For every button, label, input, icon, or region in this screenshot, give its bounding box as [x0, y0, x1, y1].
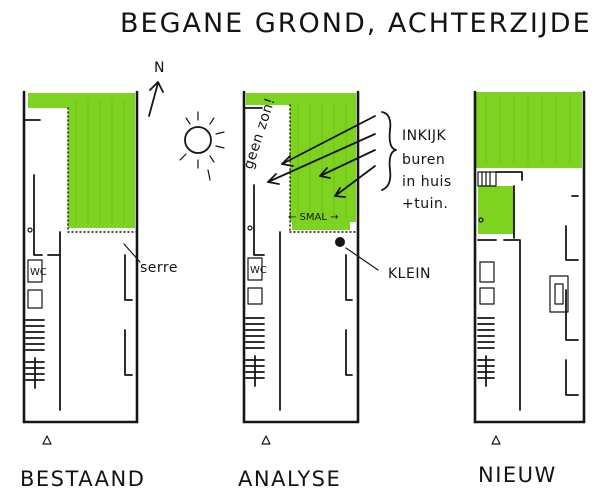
patio-fill-nieuw	[478, 186, 514, 234]
wc-box-bestaand	[27, 259, 43, 283]
svg-text:buren: buren	[402, 152, 445, 168]
sun-icon	[179, 111, 225, 181]
klein-dot	[335, 237, 345, 247]
svg-text:INKIJK: INKIJK	[402, 128, 447, 144]
north-label: N	[154, 60, 165, 76]
inkijk-note: INKIJK buren in huis +tuin.	[402, 128, 452, 212]
garden-fill-analyse	[290, 100, 356, 222]
plan-bestaand: WC serre BESTAAND	[20, 90, 178, 491]
plan-label-nieuw: NIEUW	[478, 463, 557, 487]
svg-text:+tuin.: +tuin.	[402, 196, 448, 212]
diagram-title: BEGANE GROND, ACHTERZIJDE	[120, 8, 592, 39]
inkijk-arrows	[267, 115, 376, 198]
garden-fill-nieuw	[476, 92, 582, 168]
wc-label-analyse: WC	[250, 265, 267, 276]
geen-zon-label: geen zon!	[241, 96, 279, 172]
smal-label: ← SMAL →	[288, 212, 339, 223]
plan-label-analyse: ANALYSE	[238, 467, 341, 491]
serre-label: serre	[140, 260, 178, 276]
klein-label: KLEIN	[388, 266, 431, 282]
kitchen-island	[549, 275, 569, 313]
inkijk-bracket	[381, 111, 397, 191]
plan-nieuw: NIEUW	[473, 90, 586, 487]
svg-text:in huis: in huis	[402, 174, 452, 190]
plan-analyse: WC geen zon!	[179, 90, 452, 491]
garden-fill	[68, 93, 135, 228]
north-arrow: N	[148, 60, 165, 117]
plan-label-bestaand: BESTAAND	[20, 467, 145, 491]
wc-label-bestaand: WC	[30, 267, 47, 278]
